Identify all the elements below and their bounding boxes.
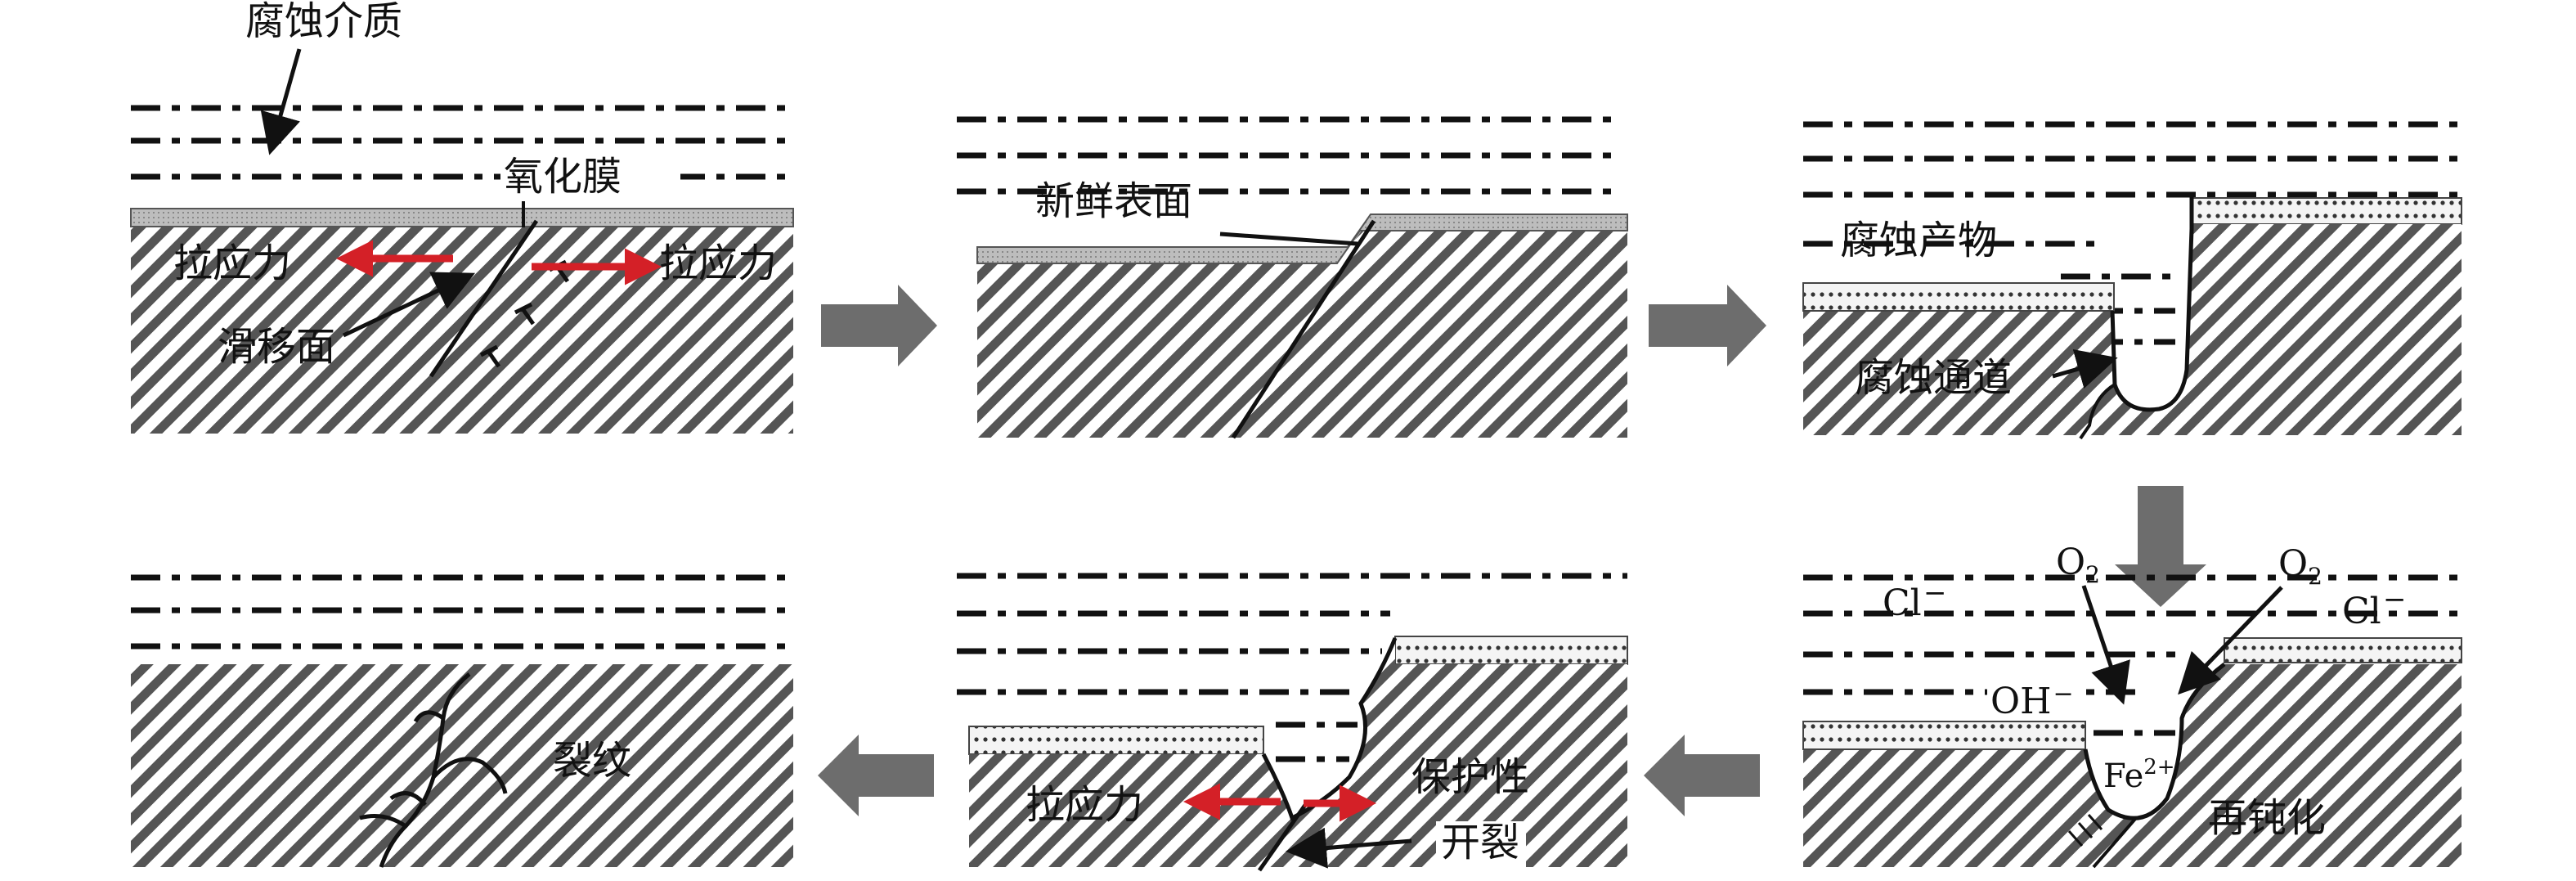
protective-cracking-arrow (1286, 827, 1412, 869)
metal-substrate (969, 638, 1627, 867)
label-iron-ion: Fe2+ (2103, 755, 2175, 795)
label-repassivation: 再钝化 (2208, 795, 2326, 841)
dislocation-marks (2067, 814, 2103, 847)
metal-substrate (1803, 224, 2462, 435)
panel-5-protective-cracking: 拉应力 保护性 开裂 (957, 573, 1628, 872)
corrosion-channel-arrow (2052, 348, 2118, 389)
label-oxygen-right: O2 (2278, 543, 2322, 590)
electrolyte-lines (1803, 574, 2462, 736)
metal-substrate (131, 664, 793, 867)
label-backdrop (1987, 684, 2085, 720)
label-protective-1: 保护性 (1411, 754, 1529, 800)
down-process-arrow-icon (2115, 486, 2206, 607)
panel-3-corrosion-channel: 腐蚀产物 腐蚀通道 (1802, 121, 2462, 440)
label-tensile-stress: 拉应力 (1025, 782, 1143, 828)
corrosion-product-layer (2224, 637, 2462, 663)
pit-wall (2110, 196, 2194, 412)
label-chloride-left: Cl − (1883, 577, 1947, 624)
slip-plane-arrow (342, 272, 476, 338)
repassivated-slip-line (2092, 816, 2138, 869)
electrolyte-lines (957, 573, 1627, 762)
right-process-arrow-icon (821, 285, 937, 366)
corrosion-product-layer (1802, 721, 2086, 750)
label-slip-plane: 滑移面 (218, 324, 335, 370)
label-corrosion-channel: 腐蚀通道 (1855, 355, 2012, 401)
label-tensile-stress-left: 拉应力 (173, 240, 291, 286)
label-backdrop (500, 154, 680, 200)
label-protective-2: 开裂 (1441, 820, 1519, 865)
oxygen-arrow-right (2178, 586, 2283, 695)
electrolyte-lines (957, 116, 1611, 195)
label-tensile-stress-right: 拉应力 (659, 240, 777, 286)
oxide-film-layer (976, 214, 1628, 264)
fresh-surface-pointer (1219, 231, 1358, 246)
panel-2-fresh-surface: 新鲜表面 (957, 116, 1628, 439)
label-oxygen-left: O2 (2056, 542, 2100, 588)
label-backdrop (1436, 821, 1526, 869)
pit-wall (2083, 663, 2226, 820)
slip-plane-line (429, 219, 539, 378)
label-corrosion-product: 腐蚀产物 (1840, 218, 1997, 263)
oxygen-arrow-left (2081, 585, 2130, 705)
label-oxide-film: 氧化膜 (504, 154, 622, 200)
label-crack: 裂纹 (553, 738, 631, 784)
panel-6-crack: 裂纹 (131, 574, 793, 868)
svg-text:Cl: Cl (2342, 591, 2381, 632)
corrosion-product-layer (968, 726, 1264, 755)
corrosion-product-layer (1394, 636, 1628, 665)
right-process-arrow-icon (1649, 285, 1766, 366)
slip-step-line (1231, 219, 1376, 439)
svg-text:−: − (2383, 583, 2407, 616)
corrosive-medium-arrow (260, 48, 302, 155)
metal-substrate (1803, 664, 2462, 867)
panel-1-initial: 腐蚀介质 氧化膜 拉应力 拉应力 滑移面 (130, 0, 794, 434)
svg-text:−: − (1923, 577, 1947, 609)
corrosion-product-layer (1802, 282, 2115, 312)
left-process-arrow-icon (1644, 735, 1760, 816)
left-process-arrow-icon (818, 735, 934, 816)
crack-tip-line (1257, 803, 1308, 872)
label-chloride-right: Cl − (2342, 583, 2407, 632)
electrolyte-lines (131, 574, 785, 650)
svg-text:Cl: Cl (1883, 582, 1922, 624)
oxide-film-layer (130, 208, 794, 227)
label-fresh-surface: 新鲜表面 (1035, 178, 1192, 224)
electrolyte-lines (131, 105, 785, 180)
label-hydroxide: OH− (1990, 680, 2074, 722)
crack-wall (1261, 637, 1398, 821)
corrosion-product-layer (2191, 197, 2462, 225)
crack-lines (359, 672, 508, 868)
label-corrosive-medium: 腐蚀介质 (245, 0, 402, 44)
panel-4-repassivation: O2 O2 Cl − Cl − OH− Fe2+ 再钝化 (1802, 542, 2462, 869)
